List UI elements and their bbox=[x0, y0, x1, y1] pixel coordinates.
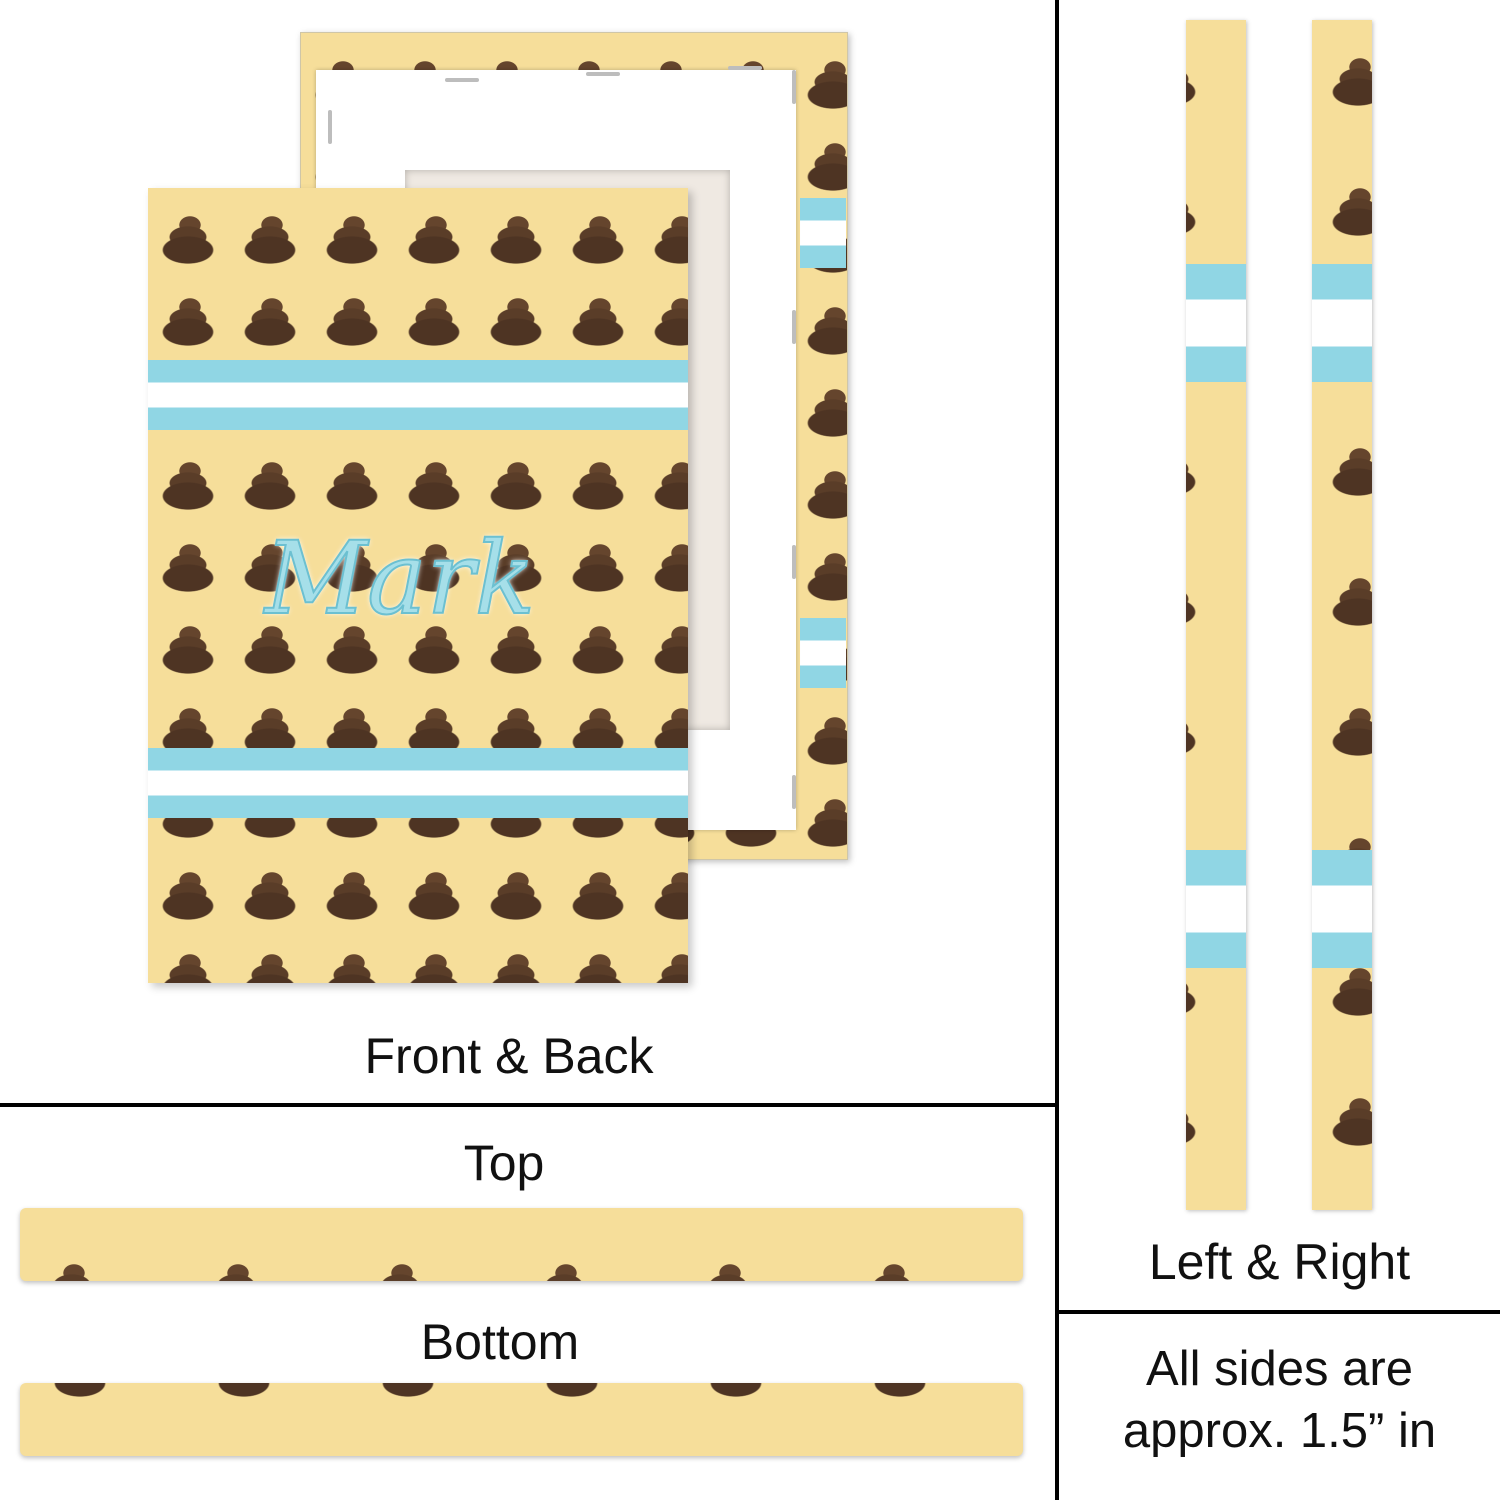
dimension-note-line-1: All sides are bbox=[1146, 1342, 1413, 1396]
left-edge-strip bbox=[1186, 20, 1246, 1210]
vertical-divider bbox=[1055, 0, 1059, 1500]
top-label: Top bbox=[463, 1135, 545, 1191]
left-strip-stripe-top bbox=[1186, 264, 1246, 382]
back-panel-stripe-top bbox=[800, 198, 846, 268]
top-edge-strip bbox=[20, 1208, 1023, 1281]
staple bbox=[792, 70, 796, 104]
front-stripe-bottom bbox=[148, 748, 688, 818]
left-strip-stripe-bottom bbox=[1186, 850, 1246, 968]
left-right-label: Left & Right bbox=[1148, 1234, 1411, 1290]
dimension-note-line-2: approx. 1.5” in bbox=[1122, 1404, 1437, 1458]
right-strip-stripe-bottom bbox=[1312, 850, 1372, 968]
staple bbox=[445, 78, 479, 82]
staple bbox=[792, 775, 796, 809]
canvas-front-panel bbox=[148, 188, 688, 983]
staple bbox=[792, 310, 796, 344]
staple bbox=[328, 110, 332, 144]
staple bbox=[586, 72, 620, 76]
front-stripe-top bbox=[148, 360, 688, 430]
bottom-label: Bottom bbox=[420, 1314, 580, 1370]
personalized-name: Mark bbox=[264, 519, 536, 638]
staple bbox=[728, 66, 762, 70]
front-back-label: Front & Back bbox=[364, 1028, 654, 1084]
staple bbox=[792, 545, 796, 579]
left-horizontal-divider bbox=[0, 1103, 1057, 1107]
right-edge-strip bbox=[1312, 20, 1372, 1210]
back-panel-stripe-bottom bbox=[800, 618, 846, 688]
right-horizontal-divider bbox=[1057, 1310, 1500, 1314]
right-strip-stripe-top bbox=[1312, 264, 1372, 382]
bottom-edge-strip bbox=[20, 1383, 1023, 1456]
dimension-note: All sides are approx. 1.5” in bbox=[1059, 1338, 1500, 1462]
